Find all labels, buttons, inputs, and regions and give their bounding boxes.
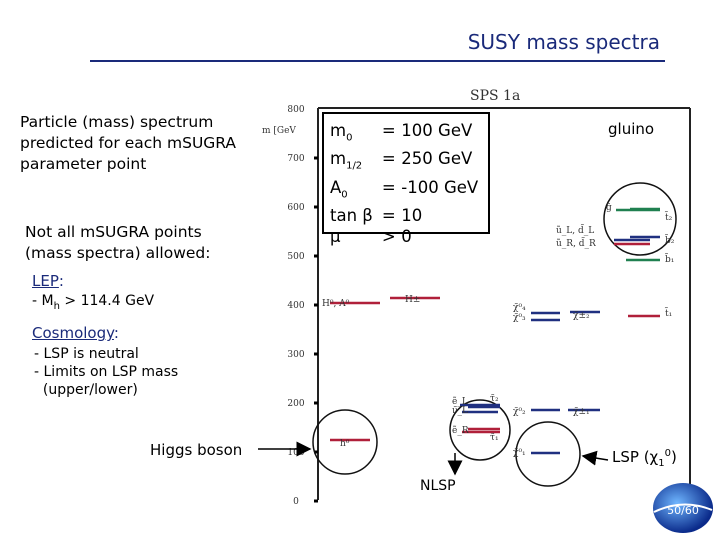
y-tick-label: 200: [287, 399, 304, 409]
lsp-label-sub: 1: [658, 458, 665, 469]
param-eq: =: [381, 205, 396, 225]
y-ticks: 800 700 600 500 400 300 200 100 0: [287, 105, 318, 507]
param-name-sub: 0: [341, 188, 348, 200]
higgs-boson-label: Higgs boson: [150, 441, 243, 459]
particle-label-H0A0: H⁰, A⁰: [322, 299, 350, 309]
intro-text: Particle (mass) spectrum predicted for e…: [20, 113, 237, 173]
cosmology-heading-label: Cosmology: [32, 324, 114, 342]
param-name-sub: 1/2: [346, 160, 363, 172]
param-row: μ >0: [330, 226, 488, 247]
particle-label-Hpm: H±: [405, 295, 420, 305]
param-name: tan β: [330, 205, 373, 225]
y-tick-label: 800: [287, 105, 304, 115]
param-eq: =: [381, 149, 396, 169]
logo-text: 50/60: [667, 504, 699, 517]
y-tick-label: 400: [287, 301, 304, 311]
param-eq: =: [381, 121, 396, 140]
lsp-arrow: [581, 450, 609, 466]
particle-label-b1: b̃₁: [665, 252, 675, 265]
param-row: m1/2 =250 GeV: [330, 148, 488, 176]
conference-logo: 50/60: [653, 483, 713, 533]
lep-bullet: - Mh > 114.4 GeV: [32, 293, 154, 312]
lsp-label-sup: 0: [664, 448, 671, 459]
title-underline: [90, 60, 665, 62]
particle-label-h0: h⁰: [340, 439, 350, 449]
gluino-label: gluino: [608, 120, 655, 138]
param-row: tan β =10: [330, 205, 488, 226]
particle-labels: h⁰ H⁰, A⁰ H± ẽ_Lν̃_L ẽ_R τ̃₂ τ̃₁ χ̃⁰₄χ̃⁰₃ χ̃±₂ χ̃…: [322, 202, 675, 458]
higgs-circle: [312, 409, 378, 475]
param-value: 250 GeV: [401, 149, 473, 169]
param-value: -100 GeV: [401, 177, 479, 197]
y-tick-label: 700: [287, 154, 304, 164]
lsp-circle: [515, 421, 581, 487]
not-all-allowed-text: Not all mSUGRA points (mass spectra) all…: [25, 223, 211, 262]
nlsp-circle: [449, 399, 511, 461]
cosmology-heading: Cosmology:: [32, 324, 119, 342]
particle-label-chi3: χ̃⁰₃: [513, 312, 526, 323]
param-value: 10: [401, 205, 423, 225]
cosmology-bullets: - LSP is neutral - Limits on LSP mass (u…: [34, 346, 179, 398]
nlsp-label: NLSP: [420, 478, 456, 494]
particle-label-chi2pm: χ̃±₂: [573, 310, 590, 321]
particle-label-eL: ẽ_L: [452, 396, 468, 407]
lsp-label-close: ): [670, 448, 677, 466]
param-value: 0: [401, 226, 412, 246]
param-name-sub: 0: [346, 132, 353, 144]
particle-label-tau2: τ̃₂: [490, 393, 499, 404]
y-unit-label: m [GeV: [262, 126, 296, 136]
particle-label-chi1pm: χ̃±₁: [573, 406, 590, 417]
lep-heading: LEP:: [32, 272, 64, 290]
param-name: A0: [330, 177, 348, 200]
particle-label-chi02: χ̃⁰₂: [513, 406, 526, 417]
y-tick-label: 100: [287, 448, 304, 458]
y-tick-label: 300: [287, 350, 304, 360]
particle-label-g: g̃: [606, 202, 612, 213]
lep-bullet-sub: h: [53, 300, 60, 312]
gluino-circle: [603, 182, 677, 256]
plot-title: SPS 1a: [470, 88, 520, 104]
y-tick-label: 600: [287, 203, 304, 213]
param-row: A0 =-100 GeV: [330, 177, 488, 205]
param-name: m1/2: [330, 149, 363, 172]
particle-label-chi01: χ̃⁰₁: [513, 447, 526, 458]
lsp-label-text: LSP (χ: [612, 448, 659, 466]
page-title: SUSY mass spectra: [467, 30, 660, 54]
mass-levels: [330, 207, 660, 455]
param-value: 100 GeV: [401, 121, 473, 140]
particle-label-eR: ẽ_R: [452, 425, 469, 436]
y-tick-label: 500: [287, 252, 304, 262]
particle-label-b2: b̃₂: [665, 233, 675, 246]
particle-label-uL: ũ_L, d̃_L: [556, 223, 594, 236]
particle-label-uR: ũ_R, d̃_R: [556, 236, 596, 249]
particle-label-nuL: ν̃_L: [452, 405, 468, 416]
y-tick-label: 0: [293, 497, 299, 507]
lep-heading-label: LEP: [32, 272, 59, 290]
particle-label-tau1: τ̃₁: [490, 432, 499, 443]
param-eq: >: [381, 226, 396, 246]
param-eq: =: [381, 177, 396, 197]
lsp-label: LSP (χ10): [612, 448, 677, 469]
particle-label-t1: t̃₁: [665, 306, 673, 319]
param-row: m0 = 100 GeV: [330, 120, 488, 148]
lep-bullet-rest: > 114.4 GeV: [59, 293, 155, 309]
particle-label-chi4: χ̃⁰₄: [513, 302, 526, 313]
lep-bullet-prefix: - M: [32, 293, 54, 309]
param-name: m0: [330, 121, 353, 144]
particle-label-t2: t̃₂: [665, 210, 673, 223]
param-name: μ: [330, 226, 341, 246]
